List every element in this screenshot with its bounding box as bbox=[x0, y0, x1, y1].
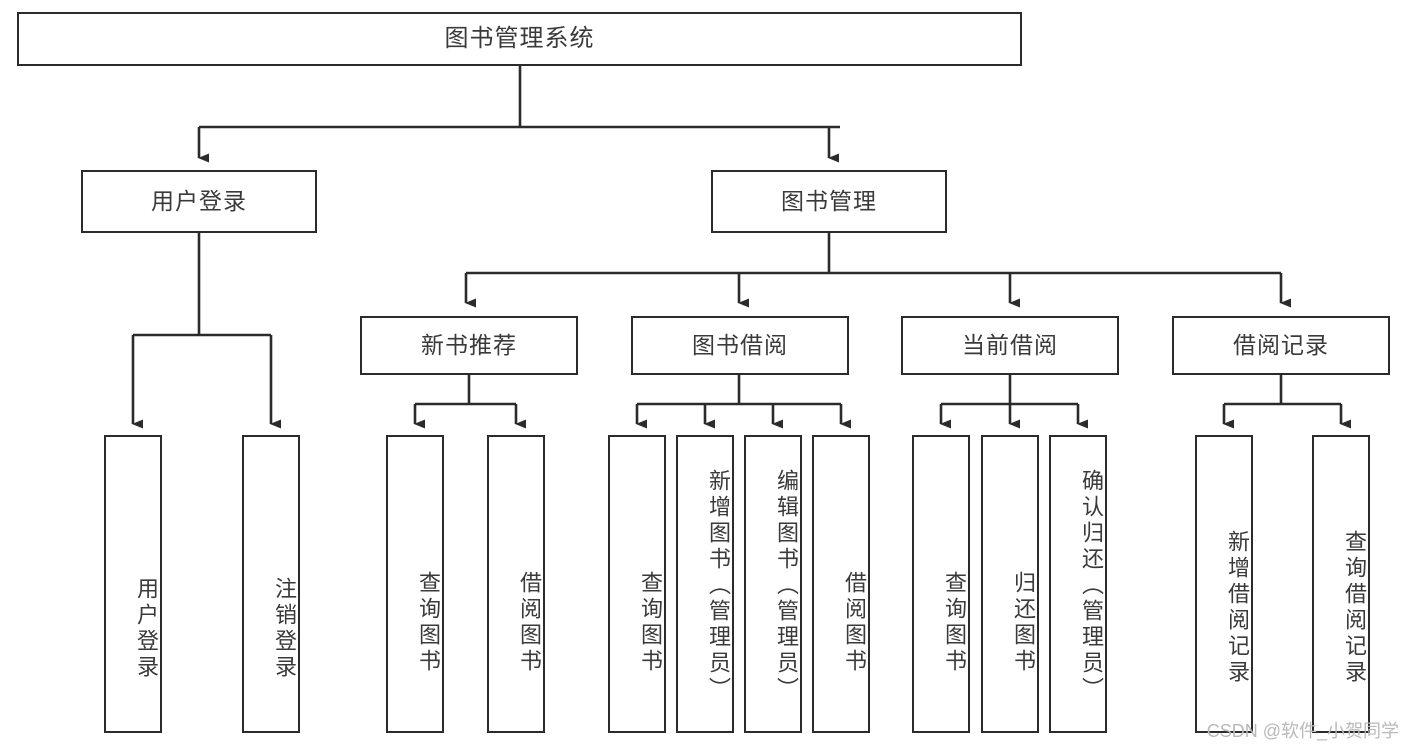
leaf-book-borrow-borrow-book[interactable]: 借阅图书 bbox=[812, 435, 870, 733]
node-book-management[interactable]: 图书管理 bbox=[711, 170, 947, 233]
node-root-book-management-system[interactable]: 图书管理系统 bbox=[17, 12, 1022, 66]
leaf-borrow-record-query-record[interactable]: 查询借阅记录 bbox=[1312, 435, 1370, 733]
leaf-book-borrow-add-book-admin[interactable]: 新增图书（管理员） bbox=[676, 435, 734, 733]
leaf-current-borrow-confirm-return-admin[interactable]: 确认归还（管理员） bbox=[1049, 435, 1107, 733]
leaf-new-book-query-book[interactable]: 查询图书 bbox=[386, 435, 444, 733]
node-borrow-record[interactable]: 借阅记录 bbox=[1172, 316, 1390, 375]
node-book-borrow[interactable]: 图书借阅 bbox=[631, 316, 849, 375]
node-new-book-recommend[interactable]: 新书推荐 bbox=[360, 316, 578, 375]
leaf-borrow-record-add-record[interactable]: 新增借阅记录 bbox=[1195, 435, 1253, 733]
leaf-current-borrow-return-book[interactable]: 归还图书 bbox=[981, 435, 1039, 733]
node-current-borrow[interactable]: 当前借阅 bbox=[901, 316, 1119, 375]
leaf-current-borrow-query-book[interactable]: 查询图书 bbox=[912, 435, 970, 733]
leaf-book-borrow-query-book[interactable]: 查询图书 bbox=[608, 435, 666, 733]
node-user-login[interactable]: 用户登录 bbox=[81, 170, 317, 233]
leaf-book-borrow-edit-book-admin[interactable]: 编辑图书（管理员） bbox=[744, 435, 802, 733]
leaf-user-login-login[interactable]: 用户登录 bbox=[104, 435, 162, 733]
leaf-user-login-logout[interactable]: 注销登录 bbox=[242, 435, 300, 733]
leaf-new-book-borrow-book[interactable]: 借阅图书 bbox=[487, 435, 545, 733]
csdn-watermark: CSDN @软件_小贺同学 bbox=[1206, 721, 1399, 741]
